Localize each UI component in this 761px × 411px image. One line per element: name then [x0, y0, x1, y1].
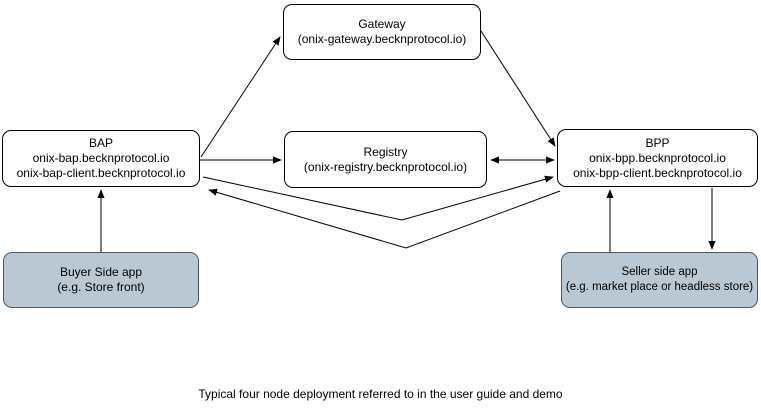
- seller-app-subtitle: (e.g. market place or headless store): [565, 281, 754, 293]
- node-bap: BAP onix-bap.becknprotocol.io onix-bap-c…: [2, 130, 200, 187]
- seller-app-title: Seller side app: [621, 266, 698, 278]
- arrow-bpp-to-bap-v-path: [208, 188, 561, 249]
- registry-title: Registry: [363, 144, 408, 159]
- bap-url: onix-bap.becknprotocol.io: [32, 151, 170, 165]
- gateway-url: (onix-gateway.becknprotocol.io): [297, 32, 467, 46]
- bap-client-url: onix-bap-client.becknprotocol.io: [16, 166, 186, 180]
- bpp-title: BPP: [645, 135, 670, 150]
- registry-url: (onix-registry.becknprotocol.io): [303, 159, 468, 174]
- diagram-caption: Typical four node deployment referred to…: [198, 387, 563, 401]
- node-buyer-side-app: Buyer Side app (e.g. Store front): [3, 252, 199, 308]
- arrow-gateway-to-bpp: [480, 30, 556, 147]
- node-registry: Registry (onix-registry.becknprotocol.io…: [284, 131, 487, 188]
- node-bpp: BPP onix-bpp.becknprotocol.io onix-bpp-c…: [557, 129, 758, 187]
- bpp-client-url: onix-bpp-client.becknprotocol.io: [573, 165, 742, 180]
- bap-title: BAP: [88, 136, 113, 150]
- node-seller-side-app: Seller side app (e.g. market place or he…: [561, 252, 758, 308]
- gateway-title: Gateway: [358, 17, 406, 31]
- buyer-app-subtitle: (e.g. Store front): [57, 280, 145, 294]
- buyer-app-title: Buyer Side app: [59, 265, 143, 279]
- node-gateway: Gateway (onix-gateway.becknprotocol.io): [283, 4, 481, 60]
- arrow-bap-to-gateway: [200, 36, 281, 158]
- bpp-url: onix-bpp.becknprotocol.io: [589, 150, 726, 165]
